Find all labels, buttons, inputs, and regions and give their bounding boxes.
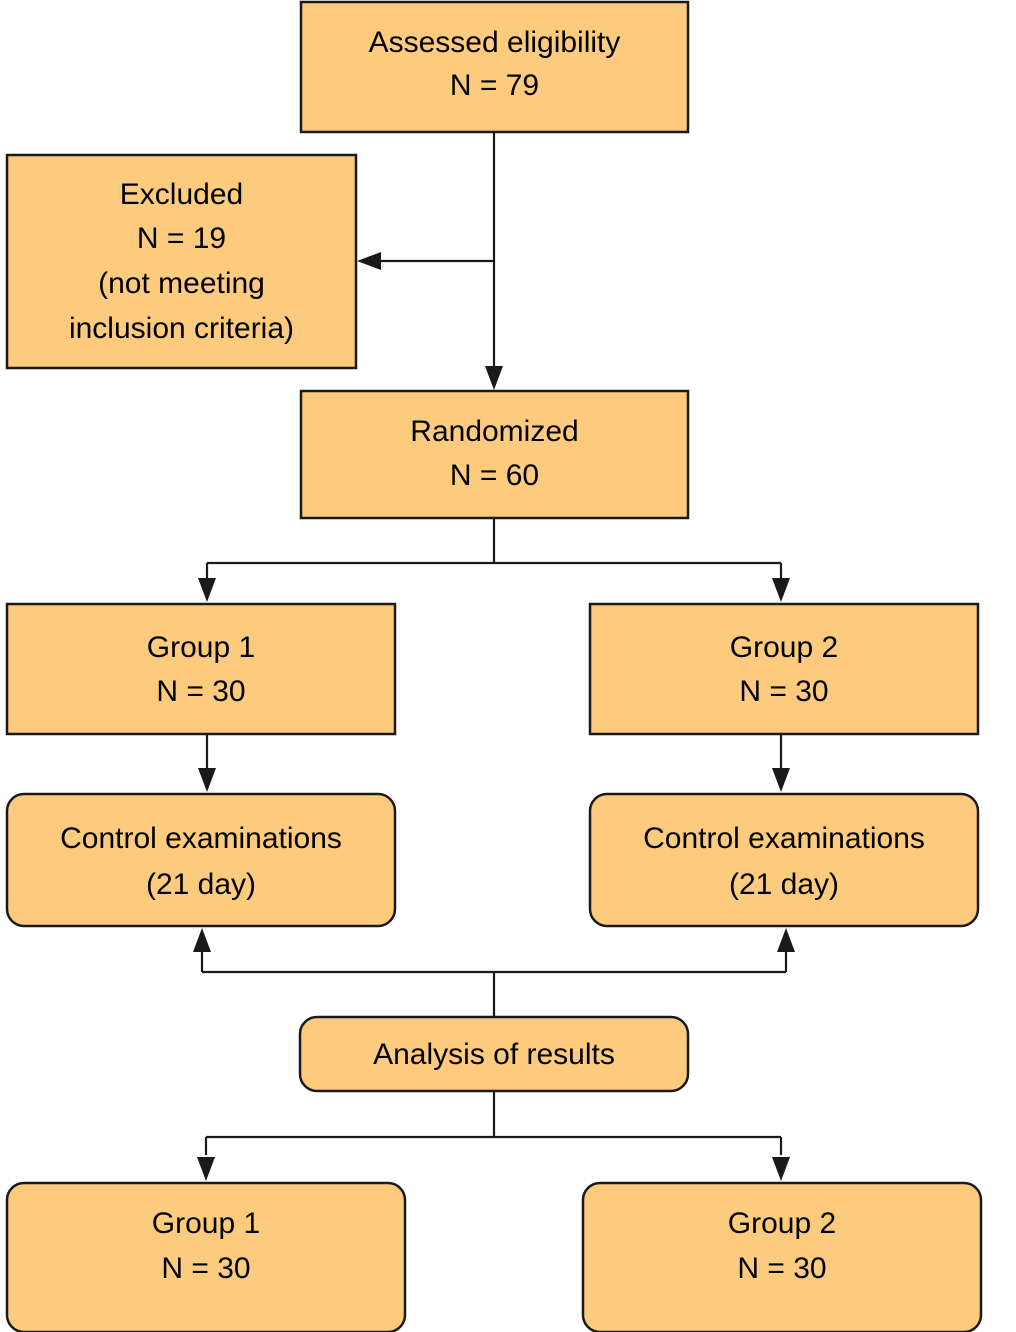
group-2-analysed-label-line2: N = 30 [737,1252,826,1285]
edge-randomized-to-groups [198,518,790,602]
group-1-analysed-label-line1: Group 1 [152,1207,260,1240]
node-group-1-allocated[interactable]: Group 1 N = 30 [5,602,397,736]
node-group-2-allocated[interactable]: Group 2 N = 30 [588,602,980,736]
group-1-allocated-label-line2: N = 30 [156,675,245,708]
randomized-box[interactable] [299,389,690,520]
node-excluded[interactable]: Excluded N = 19 (not meeting inclusion c… [5,153,358,370]
randomized-label-line2: N = 60 [450,459,539,492]
control-examinations-group-2-box[interactable] [588,792,980,928]
group-2-analysed-label-line1: Group 2 [728,1207,836,1240]
assessed-eligibility-label-line1: Assessed eligibility [369,26,621,59]
group-1-analysed-label-line2: N = 30 [161,1252,250,1285]
edge-group1-to-control1 [198,734,216,792]
edge-analysis-to-controls [193,928,795,1017]
analysis-of-results-label: Analysis of results [373,1038,615,1071]
assessed-eligibility-label-line2: N = 79 [450,69,539,102]
excluded-label-line4: inclusion criteria) [69,312,294,345]
excluded-label-line1: Excluded [120,178,243,211]
node-control-examinations-group-2[interactable]: Control examinations (21 day) [588,792,980,928]
node-group-2-analysed[interactable]: Group 2 N = 30 [581,1181,983,1332]
node-assessed-eligibility[interactable]: Assessed eligibility N = 79 [299,0,690,134]
node-randomized[interactable]: Randomized N = 60 [299,389,690,520]
node-analysis-of-results[interactable]: Analysis of results [298,1015,690,1093]
node-control-examinations-group-1[interactable]: Control examinations (21 day) [5,792,397,928]
edge-assessed-to-randomized [485,132,503,390]
edge-analysis-to-bottom-groups [197,1091,790,1181]
control-examinations-group-2-label-line2: (21 day) [729,868,839,901]
assessed-eligibility-box[interactable] [299,0,690,134]
group-1-allocated-label-line1: Group 1 [147,631,255,664]
randomized-label-line1: Randomized [410,415,578,448]
control-examinations-group-1-label-line1: Control examinations [60,822,342,855]
group-2-allocated-label-line1: Group 2 [730,631,838,664]
group-2-allocated-label-line2: N = 30 [739,675,828,708]
control-examinations-group-2-label-line1: Control examinations [643,822,925,855]
group-1-allocated-box[interactable] [5,602,397,736]
node-group-1-analysed[interactable]: Group 1 N = 30 [5,1181,407,1332]
edge-assessed-to-excluded [357,252,494,270]
group-2-analysed-box[interactable] [581,1181,983,1332]
group-2-allocated-box[interactable] [588,602,980,736]
control-examinations-group-1-label-line2: (21 day) [146,868,256,901]
analysis-of-results-box[interactable] [298,1015,690,1093]
excluded-box[interactable] [5,153,358,370]
excluded-label-line2: N = 19 [137,222,226,255]
control-examinations-group-1-box[interactable] [5,792,397,928]
excluded-label-line3: (not meeting [98,267,265,300]
group-1-analysed-box[interactable] [5,1181,407,1332]
edge-group2-to-control2 [772,734,790,792]
